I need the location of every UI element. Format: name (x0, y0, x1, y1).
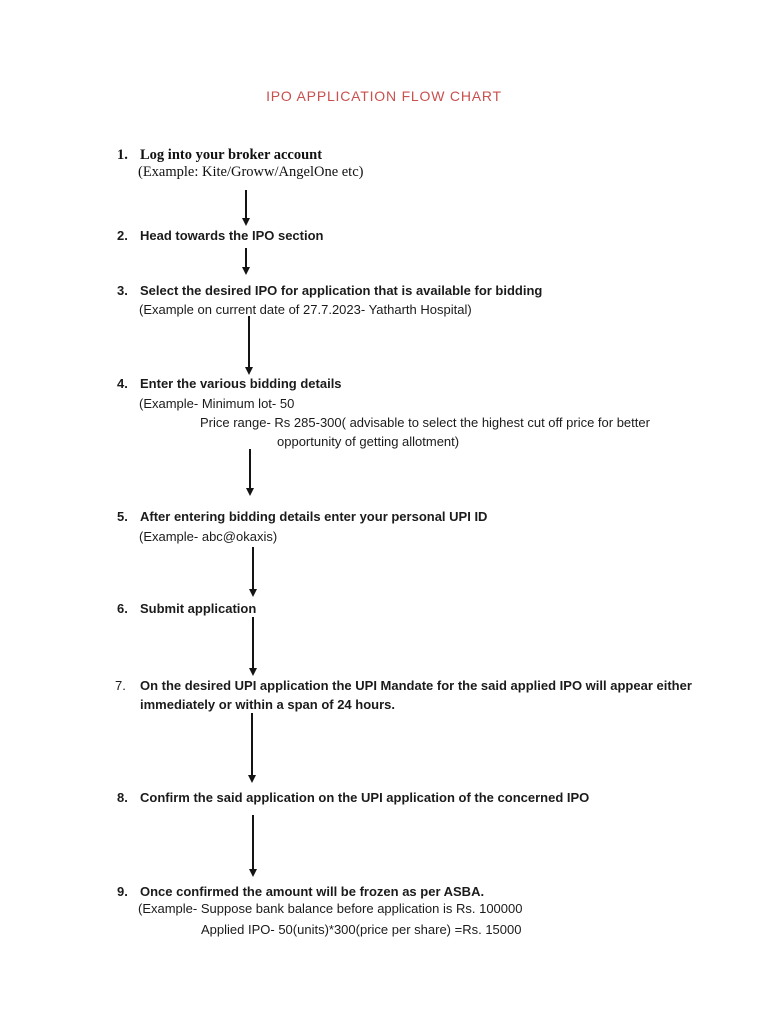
arrow-head-icon (245, 488, 254, 496)
flow-arrow-6 (248, 617, 258, 676)
page-title: IPO APPLICATION FLOW CHART (266, 88, 502, 104)
arrow-head-icon (248, 589, 257, 597)
step-1-title: Log into your broker account (140, 147, 323, 163)
arrow-head-icon (248, 668, 257, 676)
step-6-title: Submit application (140, 601, 257, 616)
step-5-number: 5. (117, 509, 128, 524)
step-3-title: Select the desired IPO for application t… (140, 283, 543, 298)
step-3-number: 3. (117, 283, 128, 298)
step-4-example-1: (Example- Minimum lot- 50 (139, 396, 295, 411)
step-4-example-2: Price range- Rs 285-300( advisable to se… (200, 415, 650, 430)
step-2-number: 2. (117, 228, 128, 243)
arrow-shaft (252, 547, 254, 590)
step-8-number: 8. (117, 790, 128, 805)
step-2-title: Head towards the IPO section (140, 228, 324, 243)
step-5-example: (Example- abc@okaxis) (139, 529, 278, 544)
arrow-head-icon (241, 218, 250, 226)
step-3-example: (Example on current date of 27.7.2023- Y… (139, 302, 472, 317)
arrow-shaft (245, 190, 247, 219)
arrow-shaft (252, 617, 254, 669)
step-1-example: (Example: Kite/Groww/AngelOne etc) (138, 164, 364, 180)
arrow-head-icon (247, 775, 256, 783)
arrow-head-icon (248, 869, 257, 877)
step-7-number: 7. (115, 678, 126, 693)
flow-arrow-5 (248, 547, 258, 597)
flow-arrow-2 (241, 248, 251, 275)
step-8-title: Confirm the said application on the UPI … (140, 790, 590, 805)
step-4-title: Enter the various bidding details (140, 376, 342, 391)
arrow-head-icon (241, 267, 250, 275)
flow-arrow-3 (244, 316, 254, 375)
step-5-title: After entering bidding details enter you… (140, 509, 488, 524)
step-9-example-1: (Example- Suppose bank balance before ap… (138, 901, 523, 916)
step-4-example-3: opportunity of getting allotment) (277, 434, 460, 449)
arrow-shaft (252, 815, 254, 870)
step-9-example-2: Applied IPO- 50(units)*300(price per sha… (201, 922, 522, 937)
step-4-number: 4. (117, 376, 128, 391)
flow-arrow-1 (241, 190, 251, 226)
arrow-shaft (245, 248, 247, 268)
step-7-title-line-2: immediately or within a span of 24 hours… (140, 697, 395, 712)
step-9-number: 9. (117, 884, 128, 899)
step-7-title-line-1: On the desired UPI application the UPI M… (140, 678, 692, 693)
step-6-number: 6. (117, 601, 128, 616)
arrow-shaft (251, 713, 253, 776)
flow-arrow-4 (245, 449, 255, 496)
step-1-number: 1. (117, 147, 128, 163)
arrow-shaft (249, 449, 251, 489)
flow-arrow-7 (247, 713, 257, 783)
arrow-shaft (248, 316, 250, 368)
arrow-head-icon (244, 367, 253, 375)
step-9-title: Once confirmed the amount will be frozen… (140, 884, 485, 899)
flow-arrow-8 (248, 815, 258, 877)
